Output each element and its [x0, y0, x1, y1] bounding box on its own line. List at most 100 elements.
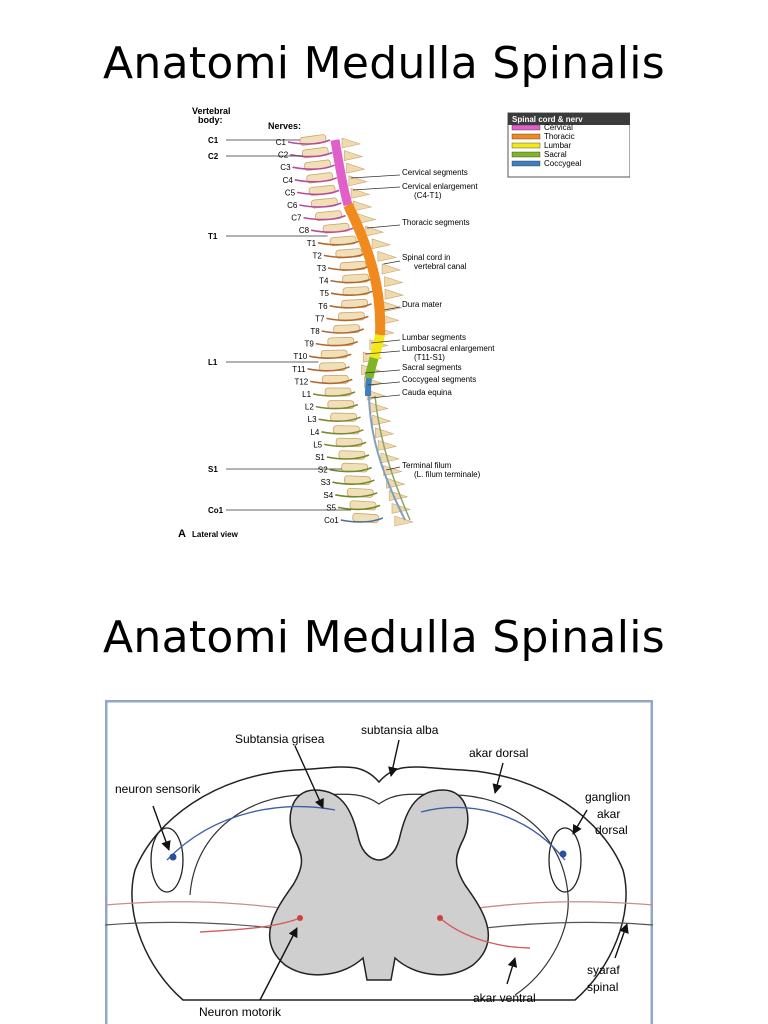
nerve-root	[323, 441, 367, 448]
legend-label: Coccygeal	[544, 159, 582, 168]
motor-neuron-body-right	[437, 915, 443, 921]
spinous-process	[371, 238, 392, 250]
coccygeal-cord-segment	[365, 377, 372, 397]
nerve-root	[330, 277, 373, 284]
nerve-root	[327, 265, 371, 271]
nerve-root	[309, 353, 352, 359]
filum-terminale	[368, 395, 406, 521]
nerve-label: S3	[321, 478, 331, 487]
legend-swatch	[511, 160, 541, 167]
spinous-process	[346, 162, 366, 174]
label-sensory-neuron: neuron sensorik	[115, 782, 201, 796]
view-letter: A	[178, 528, 186, 540]
nerve-label: L4	[310, 428, 319, 437]
nerve-root	[330, 290, 374, 296]
nerve-label: L5	[313, 440, 322, 449]
spinous-process	[375, 427, 395, 439]
legend-swatch	[511, 124, 541, 131]
nerve-root	[315, 403, 359, 410]
vertebral-body-header: Vertebral	[192, 106, 231, 116]
label-motor-neuron: Neuron motorik	[199, 1005, 282, 1019]
cord-annotation: Cauda equina	[402, 388, 452, 397]
nerve-root	[290, 151, 333, 158]
nerve-label: T1	[307, 239, 317, 248]
spinous-process	[384, 288, 405, 300]
nerve-root	[335, 492, 378, 498]
nerve-label: S5	[326, 503, 336, 512]
legend-label: Sacral	[544, 150, 567, 159]
cervical-cord-segment	[330, 139, 353, 207]
vertebral-label: L1	[208, 358, 218, 367]
nerve-label: S4	[323, 491, 333, 500]
lumbar-cord-segment	[369, 334, 385, 360]
label-ganglion: ganglion	[585, 790, 630, 804]
nerve-root	[340, 517, 384, 523]
slide-2-title: Anatomi Medulla Spinalis	[103, 612, 665, 663]
spinous-process	[381, 263, 402, 275]
nerve-label: T6	[318, 302, 328, 311]
nerve-label: T11	[292, 365, 306, 374]
nerve-label: T2	[312, 251, 322, 260]
cord-annotation: Lumbosacral enlargement	[402, 344, 495, 353]
cord-annotation: (T11-S1)	[414, 353, 445, 362]
nerve-label: T10	[293, 352, 307, 361]
cord-annotation: Dura mater	[402, 300, 442, 309]
label-dorsal-root: akar dorsal	[469, 746, 528, 760]
svg-text:akar: akar	[597, 807, 620, 821]
vertebral-label: S1	[208, 465, 218, 474]
spinous-process	[353, 200, 373, 212]
slide-1-title: Anatomi Medulla Spinalis	[103, 38, 665, 89]
nerve-root	[287, 139, 331, 145]
nerve-label: S1	[315, 453, 325, 462]
nerve-label: C2	[278, 151, 289, 160]
nerve-label: C5	[285, 188, 296, 197]
nerve-label: C3	[280, 163, 291, 172]
nerve-label: T5	[320, 289, 330, 298]
spinal-nerves	[287, 139, 384, 523]
nerve-label: C6	[287, 201, 298, 210]
cord-annotation: (L. filum terminale)	[414, 470, 481, 479]
nerve-root	[329, 466, 372, 473]
spinal-nerve-left	[105, 901, 296, 911]
nerve-labels: C1C2C3C4C5C6C7C8T1T2T3T4T5T6T7T8T9T10T11…	[276, 138, 340, 525]
label-substantia-grisea: Subtansia grisea	[235, 732, 325, 746]
nerve-label: T12	[294, 377, 308, 386]
nerve-root	[329, 303, 372, 309]
nerve-root	[337, 504, 381, 511]
vertebral-label: C2	[208, 152, 219, 161]
cord-annotation: Cervical segments	[402, 168, 468, 177]
nerve-root	[296, 189, 340, 196]
ganglion-right	[548, 827, 582, 893]
cord-legend: Spinal cord & nerv CervicalThoracicLumba…	[507, 112, 630, 178]
spinous-process	[383, 301, 403, 313]
label-ventral-root: akar ventral	[473, 991, 536, 1005]
sensory-neuron-body-right	[559, 850, 567, 858]
sacral-cord-segment	[364, 356, 379, 379]
label-spinal-nerve: syaraf	[587, 963, 620, 977]
svg-text:dorsal: dorsal	[595, 823, 628, 837]
cord-annotation: Lumbar segments	[402, 333, 466, 342]
cord-annotation: Coccygeal segments	[402, 375, 476, 384]
view-label: Lateral view	[192, 530, 239, 539]
sensory-neuron-body-left	[169, 853, 177, 861]
legend-label: Lumbar	[544, 141, 571, 150]
nerve-root	[326, 315, 369, 322]
motor-neuron-left	[199, 917, 301, 933]
cord-annotation: Spinal cord in	[402, 253, 450, 262]
nerve-label: C4	[283, 176, 294, 185]
cord-annotation: Terminal filum	[402, 461, 452, 470]
spinous-process	[369, 402, 389, 413]
nerve-root	[303, 214, 346, 221]
spinous-process	[343, 150, 364, 161]
vertebral-body-header-2: body:	[198, 115, 223, 125]
spinous-process	[348, 175, 368, 187]
nerve-root	[321, 328, 365, 334]
motor-neuron-right	[439, 917, 531, 949]
spinous-process	[377, 439, 398, 451]
nerve-label: T3	[317, 264, 327, 273]
spinous-process	[377, 250, 397, 262]
nerve-root	[332, 479, 375, 485]
